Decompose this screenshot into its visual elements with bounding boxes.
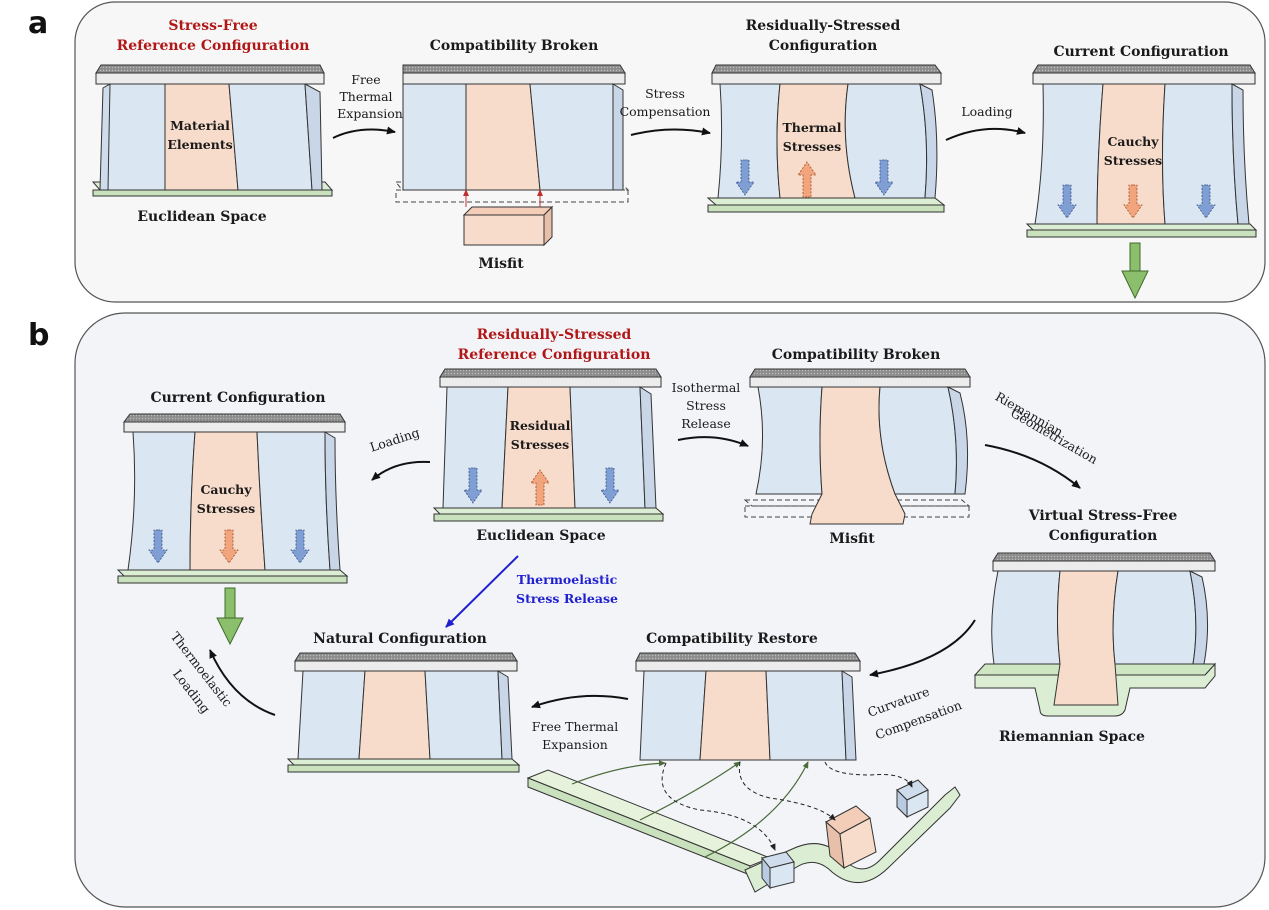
b-restore-block <box>635 652 861 761</box>
a3-body-2: Stresses <box>783 139 841 154</box>
b-virtual-base-label: Riemannian Space <box>999 729 1145 745</box>
b-restore-title: Compatibility Restore <box>646 631 818 647</box>
b-iso-label-2: Stress <box>686 398 726 413</box>
panel-a-frame <box>74 1 1266 303</box>
b-broken-title: Compatibility Broken <box>772 347 941 363</box>
a1-body-1: Material <box>170 118 230 133</box>
a3-title-2: Configuration <box>769 38 878 54</box>
b-ref-block <box>432 368 665 522</box>
b-thermoelastic-release-arrow <box>445 555 519 628</box>
b-fte-label-2: Expansion <box>542 737 608 752</box>
a-arrow1-label-2: Thermal <box>339 89 392 104</box>
b-current-body-2: Stresses <box>197 501 255 516</box>
a3-title-1: Residually-Stressed <box>746 18 901 34</box>
b-riemannian-arrow <box>984 444 1081 489</box>
b-ref-title-1: Residually-Stressed <box>477 327 632 343</box>
a-arrow1-label-3: Expansion <box>337 106 403 121</box>
a2-block <box>395 64 630 247</box>
a1-base-label: Euclidean Space <box>137 209 266 225</box>
a1-body-2: Elements <box>167 137 232 152</box>
a4-body-2: Stresses <box>1104 153 1162 168</box>
b-virtual-title-1: Virtual Stress-Free <box>1028 508 1178 524</box>
b-iso-label-3: Release <box>681 416 730 431</box>
b-ref-body-2: Stresses <box>511 437 569 452</box>
a-arrow2-label-2: Compensation <box>620 104 711 119</box>
panel-b-label: b <box>28 318 49 353</box>
b-fte-label-1: Free Thermal <box>532 719 618 734</box>
a-arrow1-label-1: Free <box>351 72 380 87</box>
a-arrow-3 <box>945 127 1026 141</box>
a1-title-1: Stress-Free <box>168 18 257 34</box>
a4-body-1: Cauchy <box>1107 134 1159 149</box>
a-arrow3-label: Loading <box>961 104 1012 119</box>
b-thermo-label-2: Stress Release <box>516 591 618 606</box>
b-bottom-elements <box>526 760 961 893</box>
a4-title: Current Configuration <box>1053 44 1228 60</box>
a3-block <box>706 64 946 213</box>
a1-block <box>91 64 334 197</box>
b-current-block <box>116 413 349 646</box>
panel-a-label: a <box>28 6 48 41</box>
b-loading-arrow <box>371 460 431 481</box>
b-iso-label-1: Isothermal <box>672 380 741 395</box>
a1-title-2: Reference Configuration <box>117 38 310 54</box>
a-arrow2-label-1: Stress <box>645 86 685 101</box>
a4-block <box>1025 64 1258 300</box>
b-virtual-block <box>973 552 1217 717</box>
b-virtual-title-2: Configuration <box>1049 528 1158 544</box>
b-broken-block <box>743 368 971 525</box>
b-ref-base-label: Euclidean Space <box>476 528 605 544</box>
b-curvature-arrow <box>869 619 976 678</box>
b-ref-title-2: Reference Configuration <box>458 347 651 363</box>
a-arrow-1 <box>332 126 396 139</box>
a2-misfit-label: Misfit <box>478 256 524 272</box>
b-current-body-1: Cauchy <box>200 482 252 497</box>
b-isothermal-arrow <box>677 436 749 447</box>
a-arrow-2 <box>630 127 711 136</box>
a2-title: Compatibility Broken <box>430 38 599 54</box>
b-broken-misfit-label: Misfit <box>829 531 875 547</box>
b-ref-body-1: Residual <box>510 418 571 433</box>
b-thermo-label-1: Thermoelastic <box>517 572 618 587</box>
b-free-expansion-arrow <box>531 694 629 709</box>
b-current-title: Current Configuration <box>150 390 325 406</box>
b-natural-block <box>286 652 521 773</box>
b-natural-title: Natural Configuration <box>313 631 487 647</box>
a3-body-1: Thermal <box>782 120 841 135</box>
b-thermoelastic-loading-arrow <box>209 649 276 716</box>
